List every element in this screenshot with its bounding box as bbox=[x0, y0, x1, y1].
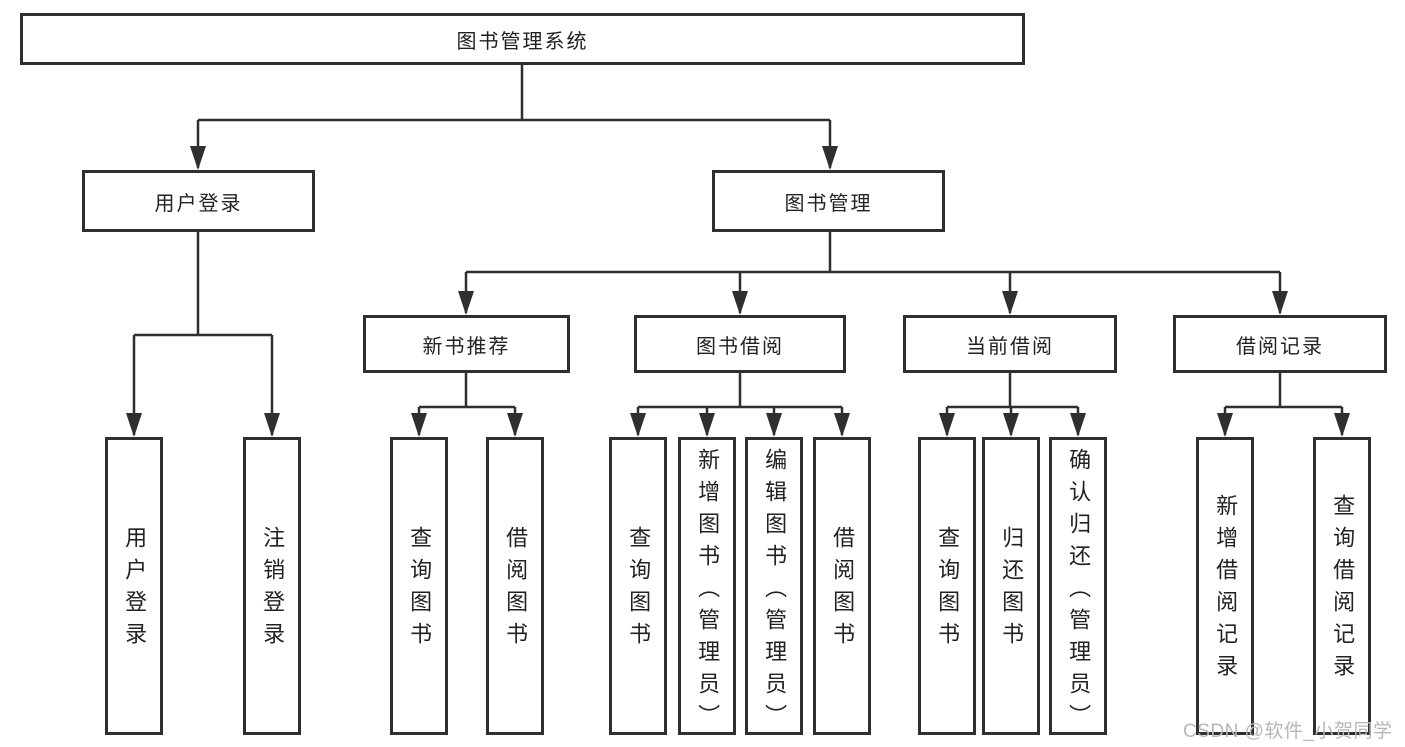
leaf-query-borrow-record: 查询借阅记录 bbox=[1313, 437, 1371, 735]
node-book-borrow: 图书借阅 bbox=[634, 315, 846, 373]
leaf-add-borrow-record: 新增借阅记录 bbox=[1196, 437, 1254, 735]
leaf-query-books-current-label: 查询图书 bbox=[935, 526, 961, 654]
leaf-edit-book-admin-label: 编辑图书（管理员） bbox=[762, 448, 788, 736]
node-new-book-recommend: 新书推荐 bbox=[363, 315, 570, 373]
leaf-query-books-borrow: 查询图书 bbox=[609, 437, 667, 735]
leaf-user-login: 用户登录 bbox=[105, 437, 163, 735]
node-book-management: 图书管理 bbox=[712, 170, 945, 232]
leaf-borrow-books-borrow: 借阅图书 bbox=[813, 437, 871, 735]
leaf-query-books-recommend-label: 查询图书 bbox=[407, 526, 433, 654]
leaf-edit-book-admin: 编辑图书（管理员） bbox=[745, 437, 803, 736]
node-current-borrow: 当前借阅 bbox=[903, 315, 1117, 373]
leaf-borrow-books-recommend-label: 借阅图书 bbox=[503, 526, 529, 654]
leaf-add-borrow-record-label: 新增借阅记录 bbox=[1213, 494, 1239, 686]
leaf-query-books-current: 查询图书 bbox=[918, 437, 976, 735]
leaf-query-borrow-record-label: 查询借阅记录 bbox=[1330, 494, 1356, 686]
node-user-login: 用户登录 bbox=[82, 170, 315, 232]
leaf-borrow-books-recommend: 借阅图书 bbox=[486, 437, 544, 735]
node-root: 图书管理系统 bbox=[20, 13, 1025, 65]
leaf-add-book-admin: 新增图书（管理员） bbox=[678, 437, 736, 736]
leaf-add-book-admin-label: 新增图书（管理员） bbox=[695, 448, 721, 736]
leaf-return-books-label: 归还图书 bbox=[999, 526, 1025, 654]
leaf-query-books-borrow-label: 查询图书 bbox=[626, 526, 652, 654]
leaf-user-login-label: 用户登录 bbox=[122, 526, 148, 654]
leaf-borrow-books-borrow-label: 借阅图书 bbox=[830, 526, 856, 654]
csdn-watermark: CSDN @软件_小贺同学 bbox=[1183, 721, 1393, 742]
leaf-return-books: 归还图书 bbox=[982, 437, 1040, 735]
leaf-logout: 注销登录 bbox=[243, 437, 301, 735]
leaf-confirm-return-admin: 确认归还（管理员） bbox=[1049, 437, 1107, 736]
leaf-confirm-return-admin-label: 确认归还（管理员） bbox=[1066, 448, 1092, 736]
leaf-query-books-recommend: 查询图书 bbox=[390, 437, 448, 735]
node-borrow-records: 借阅记录 bbox=[1173, 315, 1387, 373]
leaf-logout-label: 注销登录 bbox=[260, 526, 286, 654]
